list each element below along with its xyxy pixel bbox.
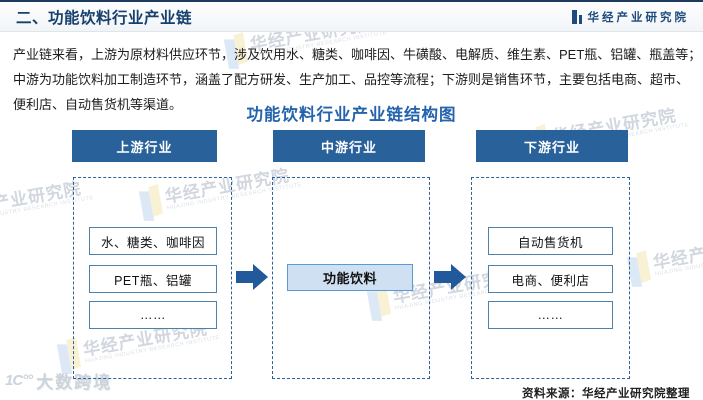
dashukuajing-watermark: 1C°° 大数跨境 [5, 368, 112, 393]
upstream-node-ellipsis: …… [89, 301, 217, 329]
intro-line: 产业链来看，上游为原材料供应环节，涉及饮用水、糖类、咖啡因、牛磺酸、电解质、维生… [13, 47, 702, 62]
midstream-container [272, 177, 430, 379]
column-header-midstream: 中游行业 [273, 130, 425, 162]
column-header-downstream: 下游行业 [476, 130, 628, 162]
intro-paragraph: 产业链来看，上游为原材料供应环节，涉及饮用水、糖类、咖啡因、牛磺酸、电解质、维生… [13, 42, 702, 117]
page-title: 二、功能饮料行业产业链 [16, 9, 193, 27]
upstream-node-packaging: PET瓶、铝罐 [89, 265, 217, 293]
source-note: 资料来源：华经产业研究院整理 [522, 388, 690, 400]
page-header: 二、功能饮料行业产业链 华经产业研究院 [0, 2, 703, 32]
brand-logo: 华经产业研究院 [571, 9, 690, 25]
upstream-node-raw-materials: 水、糖类、咖啡因 [89, 227, 217, 255]
diagram-title: 功能饮料行业产业链结构图 [246, 106, 457, 124]
downstream-container [471, 177, 630, 379]
downstream-node-ecommerce: 电商、便利店 [488, 265, 613, 293]
brand-name: 华经产业研究院 [587, 11, 689, 24]
arrow-right-icon [236, 264, 268, 290]
arrow-right-icon [434, 264, 466, 290]
intro-line: 便利店、自动售货机等渠道。 [13, 97, 183, 112]
upstream-container [73, 177, 232, 379]
downstream-node-vending: 自动售货机 [488, 227, 613, 255]
downstream-node-ellipsis: …… [488, 301, 613, 329]
column-header-upstream: 上游行业 [72, 130, 217, 162]
brand-bars-icon [571, 9, 582, 24]
dashukuajing-text: 大数跨境 [36, 373, 113, 392]
intro-line: 中游为功能饮料加工制造环节，涵盖了配方研发、生产加工、品控等流程；下游则是销售环… [13, 72, 690, 87]
dashukuajing-logo-icon: 1C°° [5, 372, 33, 389]
midstream-node-functional-drinks: 功能饮料 [287, 264, 413, 291]
